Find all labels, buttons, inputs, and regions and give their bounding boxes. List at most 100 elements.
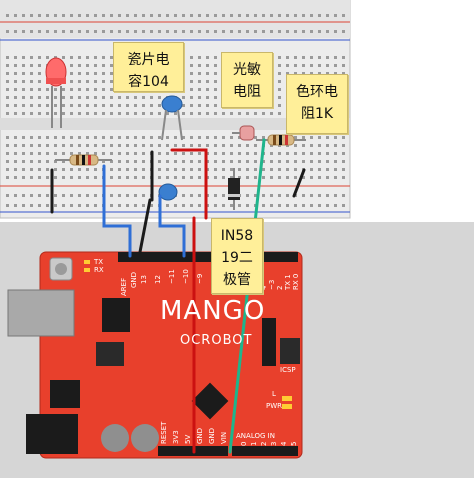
breadboard-hole [70, 194, 73, 197]
breadboard-hole [38, 152, 41, 155]
breadboard-hole [230, 204, 233, 207]
breadboard-hole [310, 144, 313, 147]
wire-blue [158, 194, 186, 258]
led-pwr [282, 404, 292, 409]
breadboard-hole [94, 194, 97, 197]
breadboard-hole [14, 152, 17, 155]
breadboard-hole [326, 204, 329, 207]
breadboard-hole [118, 104, 121, 107]
breadboard-hole [334, 72, 337, 75]
breadboard-hole [62, 152, 65, 155]
breadboard-hole [70, 14, 73, 17]
breadboard-hole [278, 72, 281, 75]
breadboard-hole [270, 176, 273, 179]
breadboard-hole [86, 88, 89, 91]
breadboard-hole [294, 176, 297, 179]
breadboard-hole [94, 204, 97, 207]
breadboard-hole [190, 144, 193, 147]
breadboard-hole [334, 144, 337, 147]
breadboard-hole [6, 104, 9, 107]
breadboard-hole [198, 204, 201, 207]
breadboard-hole [230, 168, 233, 171]
breadboard-hole [262, 136, 265, 139]
breadboard-hole [310, 14, 313, 17]
breadboard-hole [134, 160, 137, 163]
breadboard-hole [294, 64, 297, 67]
pwr-label: PWR [266, 402, 283, 410]
breadboard-hole [22, 176, 25, 179]
breadboard-hole [198, 144, 201, 147]
breadboard-hole [174, 112, 177, 115]
breadboard-hole [302, 14, 305, 17]
icsp-header [280, 338, 300, 364]
breadboard-hole [54, 204, 57, 207]
breadboard-hole [166, 152, 169, 155]
breadboard-hole [118, 176, 121, 179]
breadboard-hole [166, 14, 169, 17]
breadboard-hole [270, 14, 273, 17]
breadboard-hole [14, 136, 17, 139]
breadboard-hole [22, 136, 25, 139]
breadboard-hole [166, 204, 169, 207]
resistor-1k [256, 134, 306, 146]
breadboard-hole [38, 80, 41, 83]
breadboard-hole [310, 204, 313, 207]
breadboard-hole [134, 176, 137, 179]
wires [50, 138, 306, 454]
breadboard-hole [70, 144, 73, 147]
breadboard-hole [158, 14, 161, 17]
breadboard-hole [206, 112, 209, 115]
breadboard-hole [198, 56, 201, 59]
breadboard-hole [78, 194, 81, 197]
breadboard-hole [142, 136, 145, 139]
breadboard-hole [270, 112, 273, 115]
breadboard-hole [190, 64, 193, 67]
breadboard-hole [70, 88, 73, 91]
breadboard-hole [342, 176, 345, 179]
breadboard-hole [54, 136, 57, 139]
breadboard-hole [222, 152, 225, 155]
breadboard-hole [238, 152, 241, 155]
breadboard-hole [30, 168, 33, 171]
breadboard-hole [214, 168, 217, 171]
breadboard-hole [38, 104, 41, 107]
breadboard-hole [206, 72, 209, 75]
breadboard-hole [318, 56, 321, 59]
breadboard-hole [278, 152, 281, 155]
breadboard-hole [174, 136, 177, 139]
pin-label: 13 [140, 275, 148, 284]
breadboard-hole [110, 104, 113, 107]
breadboard-hole [302, 152, 305, 155]
breadboard-hole [126, 30, 129, 33]
breadboard-hole [22, 88, 25, 91]
breadboard-hole [214, 194, 217, 197]
breadboard-hole [222, 14, 225, 17]
breadboard-hole [150, 104, 153, 107]
callout-resistor: 色环电 阻1K [286, 74, 348, 134]
breadboard-hole [270, 152, 273, 155]
breadboard-hole [342, 14, 345, 17]
breadboard-hole [118, 96, 121, 99]
breadboard-hole [270, 160, 273, 163]
breadboard-hole [238, 160, 241, 163]
breadboard-hole [102, 64, 105, 67]
breadboard-hole [286, 168, 289, 171]
breadboard-hole [110, 96, 113, 99]
breadboard-hole [198, 88, 201, 91]
breadboard-hole [30, 160, 33, 163]
led-rx [84, 268, 90, 272]
breadboard-hole [230, 152, 233, 155]
breadboard-hole [78, 168, 81, 171]
breadboard-hole [246, 194, 249, 197]
breadboard-hole [142, 144, 145, 147]
breadboard-hole [166, 168, 169, 171]
board-name: MANGO [160, 296, 266, 326]
breadboard-hole [278, 112, 281, 115]
breadboard-hole [118, 160, 121, 163]
breadboard-hole [22, 104, 25, 107]
breadboard-hole [206, 88, 209, 91]
breadboard-hole [38, 144, 41, 147]
breadboard-hole [126, 144, 129, 147]
breadboard-hole [318, 136, 321, 139]
breadboard-hole [278, 176, 281, 179]
